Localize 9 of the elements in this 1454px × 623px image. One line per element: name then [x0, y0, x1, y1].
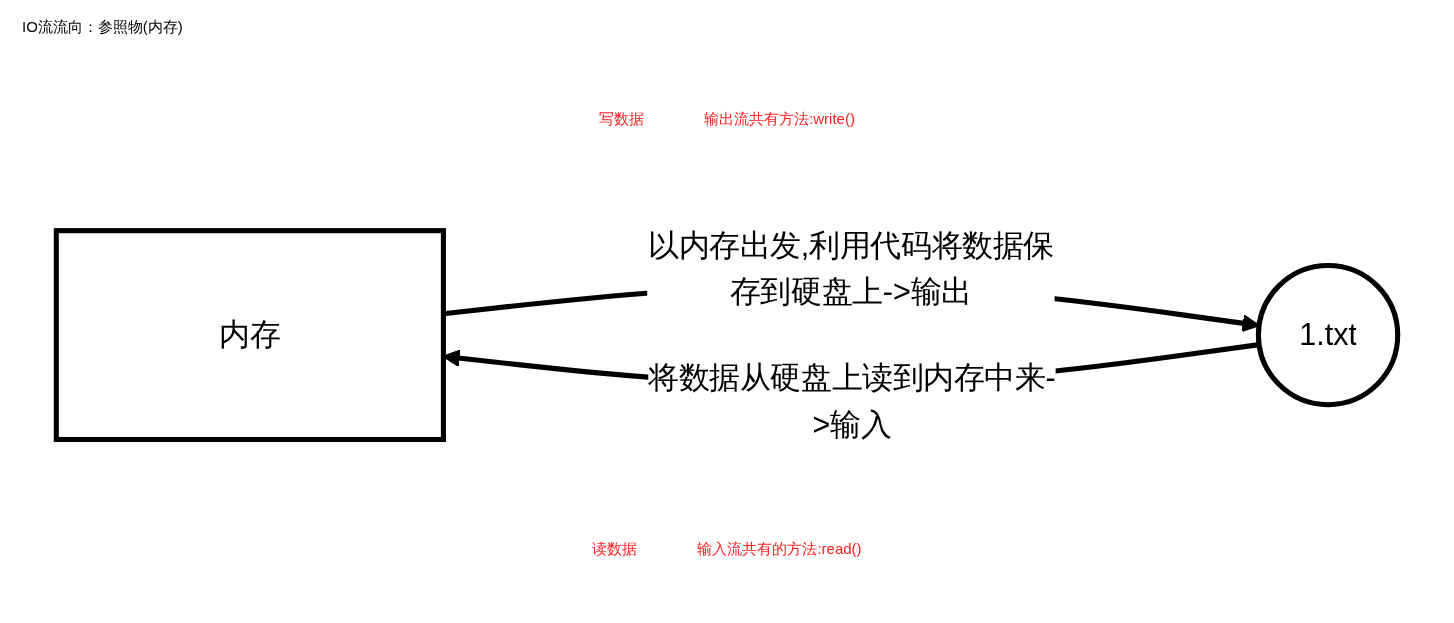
note-text: 输入流共有的方法:read(): [697, 540, 862, 559]
node-circle: 1.txt: [1255, 262, 1401, 408]
note-text: 读数据: [592, 540, 638, 559]
note-text: 写数据: [599, 110, 645, 129]
edge-label: 将数据从硬盘上读到内存中来->输入: [648, 359, 1056, 440]
title: IO流流向：参照物(内存): [22, 18, 183, 37]
note-text: 输出流共有方法:write(): [704, 110, 855, 129]
node-box: 内存: [53, 228, 446, 443]
edge-label: 以内存出发,利用代码将数据保存到硬盘上->输出: [648, 227, 1054, 308]
